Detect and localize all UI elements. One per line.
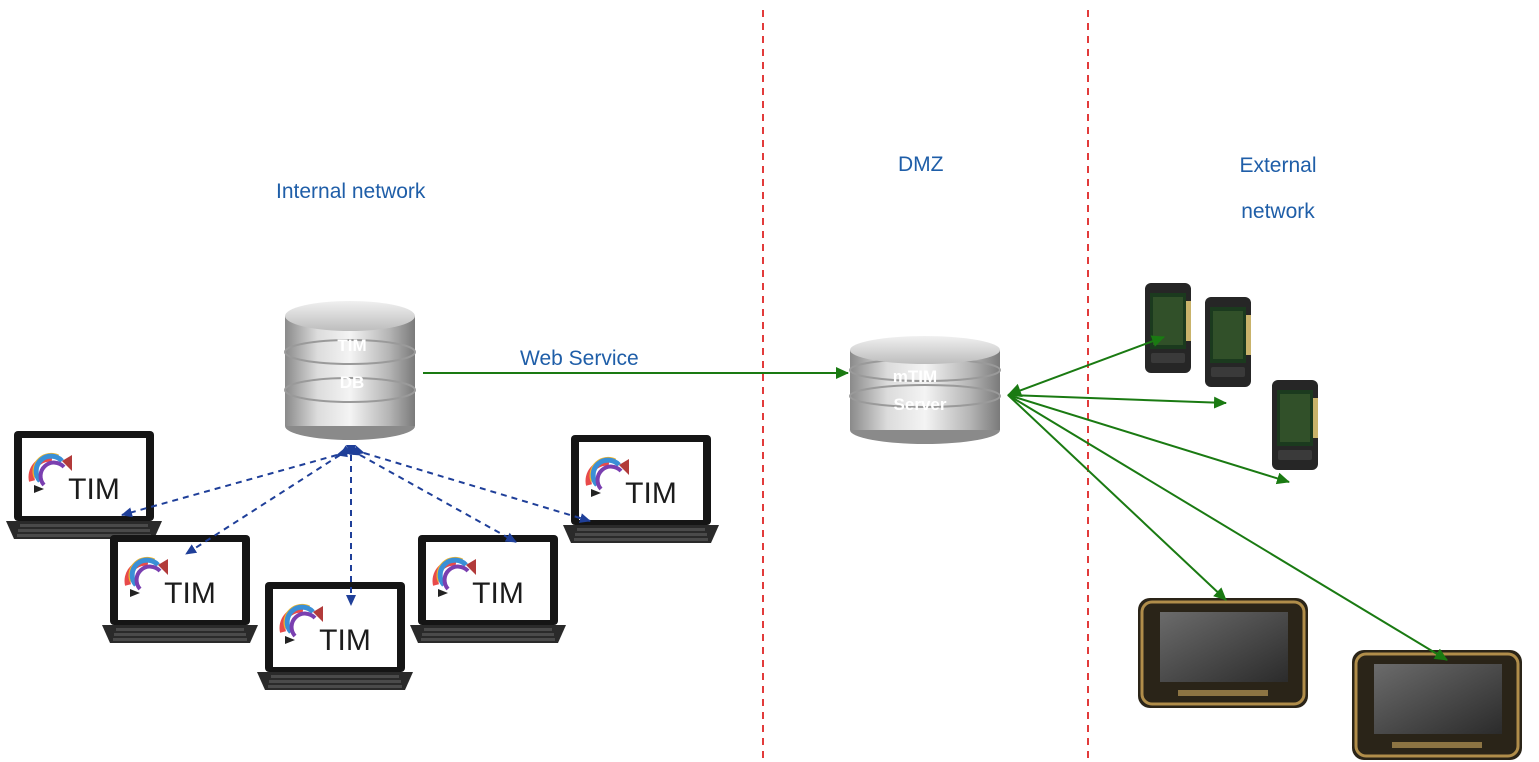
laptop-screen-label: TIM <box>164 577 216 610</box>
laptop-icon: TIM <box>102 535 258 643</box>
mobile-link-arrow <box>1007 394 1448 661</box>
web-service-label: Web Service <box>520 347 639 370</box>
mobile-link-arrow <box>1007 394 1227 601</box>
laptop-screen-label: TIM <box>319 624 371 657</box>
mtim-server-database-icon: mTIM Server <box>849 336 1001 444</box>
dashed-arrow <box>348 445 517 543</box>
laptop-icon: TIM <box>410 535 566 643</box>
laptop-icon: TIM <box>257 582 413 690</box>
external-network-label-line2: network <box>1241 200 1315 223</box>
tim-db-label-1: TIM <box>337 336 366 355</box>
laptop-screen-label: TIM <box>472 577 524 610</box>
mobile-link-arrow <box>1007 335 1165 398</box>
mtim-server-label-1: mTIM <box>893 367 937 386</box>
laptop-icon: TIM <box>6 431 162 539</box>
tim-db-database-icon: TIM DB <box>284 301 416 440</box>
tablet-icon <box>1350 648 1524 762</box>
smartphone-icon <box>1205 297 1251 387</box>
laptop-screen-label: TIM <box>68 473 120 506</box>
external-network-label: External network <box>1228 143 1328 235</box>
laptop-screen-label: TIM <box>625 477 677 510</box>
dmz-label: DMZ <box>898 153 944 176</box>
dashed-arrow <box>185 445 352 555</box>
smartphone-icon <box>1145 283 1191 373</box>
laptop-icon: TIM <box>563 435 719 543</box>
mobile-link-arrow <box>1007 394 1290 485</box>
internal-network-label: Internal network <box>276 180 426 203</box>
mobile-link-arrow <box>1007 394 1227 409</box>
tim-db-label-2: DB <box>340 373 365 392</box>
tablet-icon <box>1136 596 1310 710</box>
mtim-server-label-2: Server <box>894 395 947 414</box>
dashed-arrow <box>121 447 348 518</box>
smartphone-icon <box>1272 380 1318 470</box>
dashed-arrow <box>352 445 591 523</box>
external-network-label-line1: External <box>1239 154 1317 177</box>
